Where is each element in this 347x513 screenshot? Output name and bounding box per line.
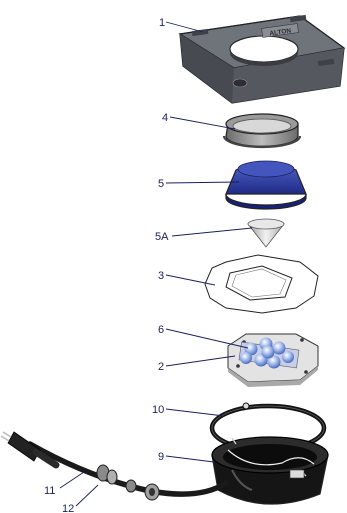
- brand-text: ALTON: [269, 27, 292, 37]
- trim-ring: [222, 113, 302, 149]
- reflector-cone: [247, 218, 285, 248]
- label-part-2: 2: [158, 361, 164, 373]
- label-part-12: 12: [62, 503, 74, 513]
- leader-line-5a: [171, 227, 253, 237]
- label-part-11: 11: [44, 485, 55, 497]
- label-part-1: 1: [159, 17, 165, 29]
- leader-line-2: [165, 355, 236, 367]
- leader-line-12: [75, 484, 99, 507]
- label-part-4: 4: [162, 112, 168, 124]
- leader-line-10: [165, 408, 225, 417]
- leader-line-11: [59, 471, 85, 489]
- leader-lines: [59, 21, 253, 507]
- label-part-6: 6: [158, 324, 164, 336]
- gasket: [204, 254, 319, 314]
- leader-line-4: [169, 116, 236, 130]
- leader-line-1: [165, 21, 204, 33]
- lens-dome: [225, 160, 307, 210]
- power-cable: [0, 431, 229, 497]
- label-part-3: 3: [158, 270, 164, 282]
- leader-line-9: [165, 455, 215, 463]
- label-part-10: 10: [152, 404, 164, 416]
- label-part-5a: 5A: [155, 231, 169, 243]
- leader-line-5: [165, 181, 240, 184]
- brand-plate: [261, 23, 299, 38]
- label-part-9: 9: [158, 451, 164, 463]
- base-plate: ALTON: [178, 14, 346, 104]
- label-part-5: 5: [158, 178, 164, 190]
- leader-line-3: [165, 274, 216, 286]
- led-cluster: [240, 337, 294, 369]
- leader-line-6: [165, 328, 249, 349]
- cable-gland: [96, 464, 160, 501]
- housing: [211, 436, 329, 505]
- callout-labels: 1 4 5 5A 3 6 2 10 9 11 12: [44, 17, 169, 513]
